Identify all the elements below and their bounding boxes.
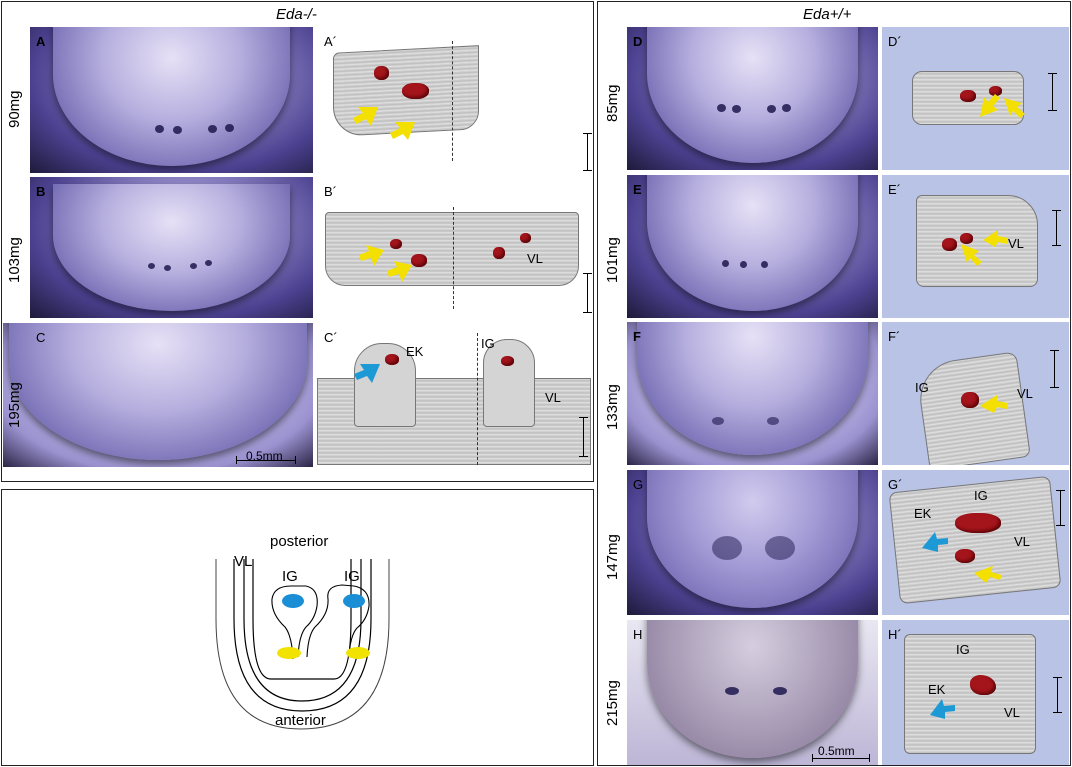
photo-b	[30, 177, 313, 318]
schematic-blue-left	[282, 594, 304, 608]
render-d-prime	[882, 27, 1069, 170]
annot-ek-g: EK	[914, 506, 932, 521]
mass-label-b: 103mg	[6, 237, 23, 283]
mass-label-c: 195mg	[6, 382, 23, 428]
render-g-prime	[882, 470, 1069, 615]
schematic-vl: VL	[234, 553, 253, 570]
annot-vl-h: VL	[1004, 705, 1020, 720]
panel-label-e-prime: E´	[888, 182, 901, 197]
schematic-diagram	[215, 559, 390, 730]
scale-bar-right	[812, 754, 870, 762]
annot-ig-f: IG	[915, 380, 929, 395]
left-panel	[1, 1, 594, 482]
photo-d	[627, 27, 878, 170]
schematic-ig-left: IG	[282, 568, 298, 585]
right-panel	[597, 1, 1071, 766]
panel-label-c: C	[36, 330, 46, 345]
annot-ig-c: IG	[481, 336, 495, 351]
panel-label-e: E	[633, 182, 642, 197]
mass-label-a: 90mg	[6, 90, 23, 128]
schematic-yellow-right	[346, 647, 370, 659]
annot-vl-b: VL	[527, 251, 543, 266]
schematic-ig-right: IG	[344, 568, 360, 585]
render-c-prime	[317, 323, 592, 467]
photo-h	[627, 620, 878, 765]
scale-bar-left	[236, 456, 296, 464]
scale-label-right: 0.5mm	[818, 744, 855, 758]
panel-label-g-prime: G´	[888, 477, 903, 492]
panel-label-h: H	[633, 627, 643, 642]
annot-ig-g: IG	[974, 488, 988, 503]
render-a-prime	[317, 27, 592, 173]
annot-ig-h: IG	[956, 642, 970, 657]
right-panel-title: Eda+/+	[803, 6, 852, 23]
panel-label-d-prime: D´	[888, 34, 902, 49]
annot-vl-f: VL	[1017, 386, 1033, 401]
mass-label-e: 101mg	[604, 237, 621, 283]
schematic-panel	[1, 489, 594, 766]
photo-e	[627, 175, 878, 318]
photo-a	[30, 27, 313, 173]
panel-label-b: B	[36, 184, 46, 199]
mass-label-f: 133mg	[604, 384, 621, 430]
annot-ek-c: EK	[406, 344, 424, 359]
panel-label-h-prime: H´	[888, 627, 902, 642]
photo-c	[3, 323, 313, 467]
photo-g	[627, 470, 878, 615]
panel-label-f: F	[633, 329, 641, 344]
left-panel-title: Eda-/-	[276, 6, 317, 23]
panel-label-a: A	[36, 34, 46, 49]
mass-label-g: 147mg	[604, 534, 621, 580]
panel-label-b-prime: B´	[324, 184, 337, 199]
render-f-prime	[882, 322, 1069, 465]
render-b-prime	[317, 177, 592, 318]
panel-label-d: D	[633, 34, 643, 49]
annot-vl-g: VL	[1014, 534, 1030, 549]
mass-label-d: 85mg	[604, 84, 621, 122]
panel-label-a-prime: A´	[324, 34, 337, 49]
mass-label-h: 215mg	[604, 680, 621, 726]
schematic-posterior: posterior	[270, 533, 329, 550]
panel-label-g: G	[633, 477, 644, 492]
render-h-prime	[882, 620, 1069, 765]
scale-label-left: 0.5mm	[246, 449, 283, 463]
panel-label-f-prime: F´	[888, 329, 901, 344]
annot-vl-e: VL	[1008, 236, 1024, 251]
schematic-blue-right	[343, 594, 365, 608]
annot-ek-h: EK	[928, 682, 946, 697]
schematic-anterior: anterior	[275, 712, 326, 729]
render-e-prime	[882, 175, 1069, 318]
photo-f	[627, 322, 878, 465]
panel-label-c-prime: C´	[324, 330, 338, 345]
annot-vl-c: VL	[545, 390, 561, 405]
schematic-yellow-left	[277, 647, 301, 659]
